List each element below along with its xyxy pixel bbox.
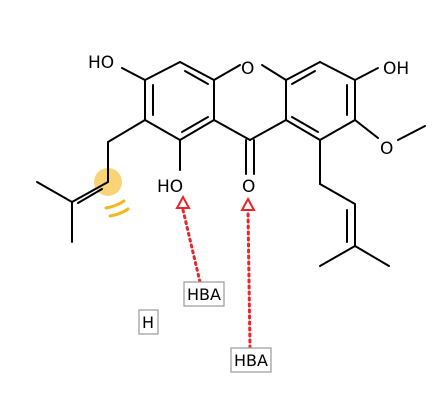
bond bbox=[291, 116, 319, 133]
atom-label-oxygen: O bbox=[242, 177, 255, 197]
bond bbox=[354, 67, 379, 81]
highlight-arc-1 bbox=[104, 199, 126, 210]
hba-arrow-2 bbox=[246, 210, 252, 350]
bond bbox=[285, 119, 321, 141]
bond bbox=[354, 119, 379, 139]
bond bbox=[291, 70, 316, 85]
hba-box-1 bbox=[183, 281, 225, 307]
highlight-arc-2 bbox=[108, 207, 130, 218]
bond bbox=[261, 64, 287, 81]
bond bbox=[179, 119, 215, 141]
bond bbox=[107, 119, 146, 143]
bond bbox=[184, 70, 209, 85]
bond bbox=[354, 245, 390, 267]
bond bbox=[213, 64, 241, 81]
bond bbox=[179, 61, 215, 81]
bond bbox=[71, 181, 109, 203]
atom-label-oh: HO bbox=[88, 53, 114, 73]
bonds bbox=[36, 61, 426, 267]
atom-label-oxygen: O bbox=[380, 139, 393, 159]
arrowhead-2 bbox=[240, 196, 256, 211]
bond bbox=[77, 188, 103, 204]
bond bbox=[285, 61, 321, 81]
atom-label-oxygen: O bbox=[241, 59, 254, 79]
bond bbox=[181, 116, 209, 133]
bond bbox=[121, 67, 146, 81]
bond bbox=[397, 125, 426, 141]
atom-label-oh: OH bbox=[383, 59, 409, 79]
bond bbox=[319, 119, 356, 141]
bond bbox=[36, 181, 73, 203]
atom-label-oh: HO bbox=[157, 177, 183, 197]
hba-label-1: HBA bbox=[187, 285, 221, 304]
bond bbox=[319, 61, 356, 81]
bond bbox=[319, 183, 356, 205]
h-label: H bbox=[142, 313, 154, 332]
bond bbox=[144, 61, 181, 81]
bond bbox=[144, 119, 181, 141]
bond bbox=[213, 119, 251, 141]
bond bbox=[249, 119, 287, 141]
bond bbox=[319, 245, 356, 267]
hba-box-2 bbox=[230, 347, 272, 373]
hba-label-2: HBA bbox=[234, 351, 268, 370]
hba-arrow-1 bbox=[181, 208, 202, 284]
h-box bbox=[138, 309, 159, 335]
arrowhead-1 bbox=[175, 194, 191, 209]
